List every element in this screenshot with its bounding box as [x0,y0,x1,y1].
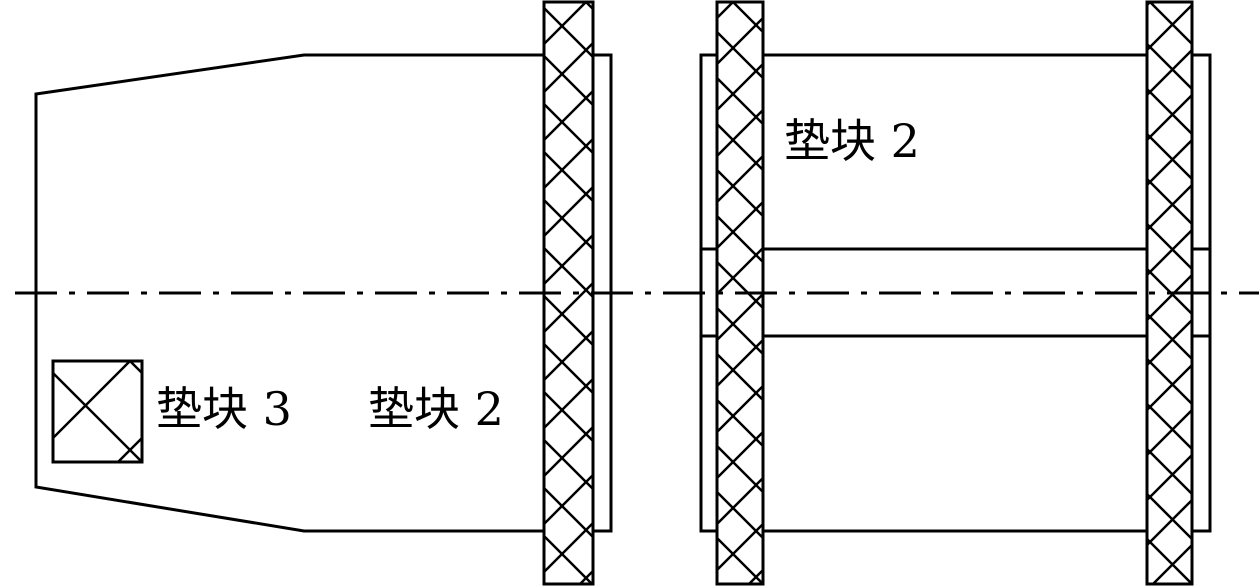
left-block-label: 垫块 2 [368,382,504,436]
hatch-line [1147,87,1192,136]
hatch-line [717,62,763,112]
hatch-line [53,460,54,462]
hatch-line [544,89,593,142]
legend-label: 垫块 3 [156,382,292,436]
hatch-line [544,473,593,526]
hatch-line [53,361,131,440]
hatch-line [717,476,763,526]
legend-swatch [51,359,144,464]
hatch-line [117,436,142,462]
hatch-line [544,246,593,299]
hatch-line [1147,453,1192,502]
legend-swatch-hatch [53,361,142,462]
hatch-line [717,76,763,126]
hatch-line [53,371,142,462]
hatch-line [717,444,763,494]
hatch-line [1147,93,1192,142]
hatch-line [544,281,593,334]
hatch-line [0,2,10,584]
left-part-outline [34,53,613,533]
right-block-label: 垫块 2 [784,114,920,168]
hatch-line [544,438,593,491]
hatch-line [544,54,593,107]
hatch-line [1147,447,1192,496]
